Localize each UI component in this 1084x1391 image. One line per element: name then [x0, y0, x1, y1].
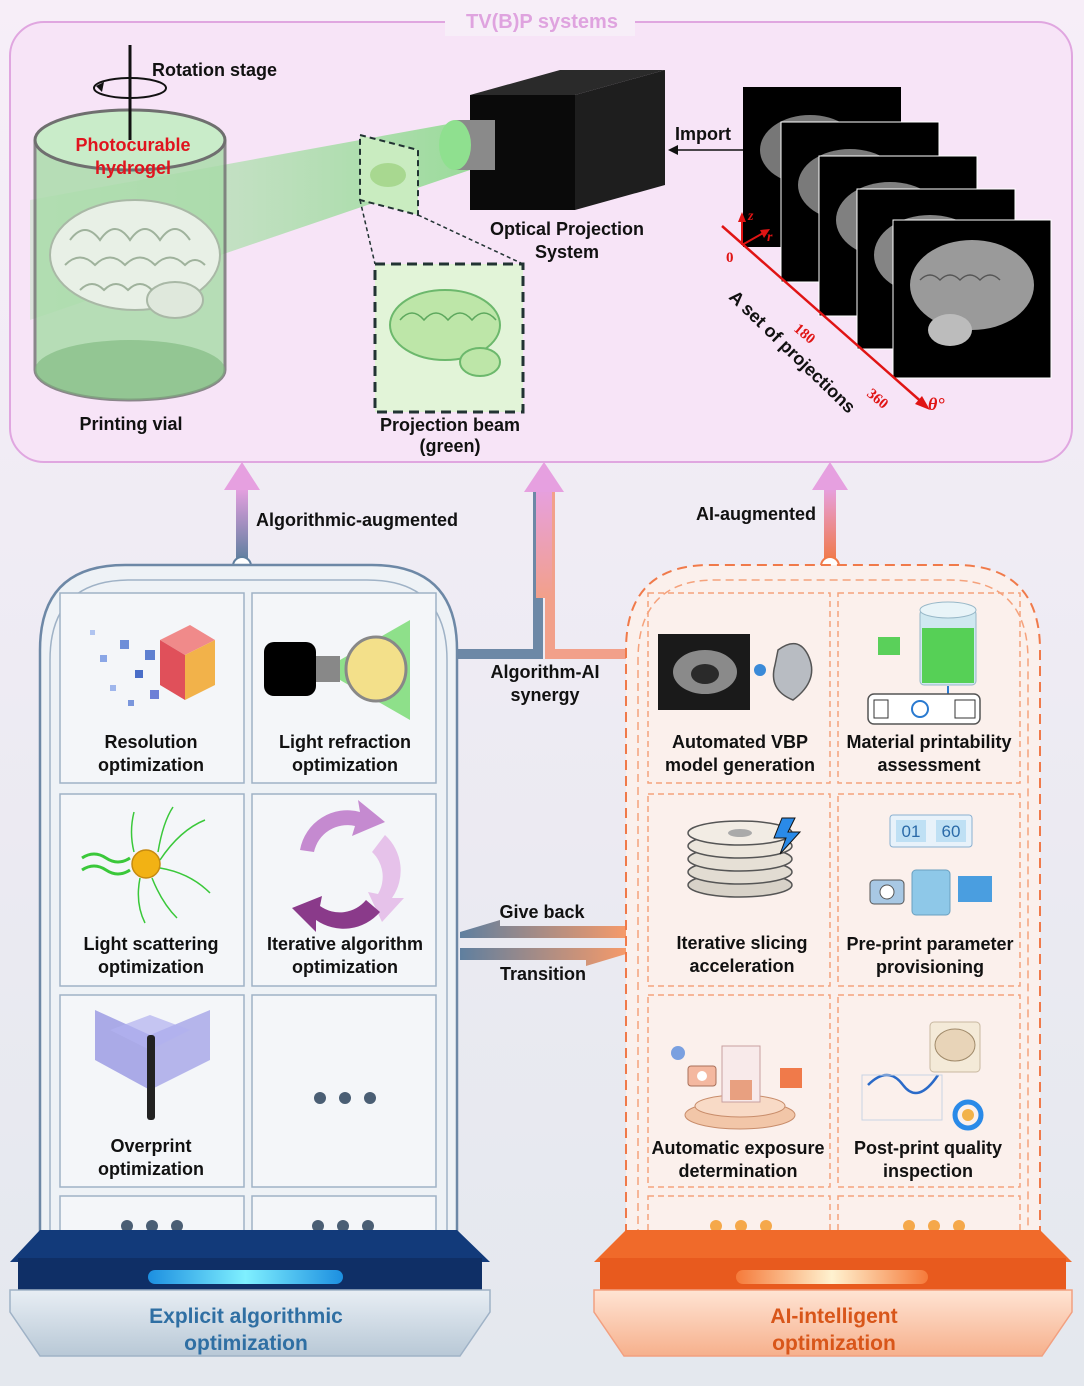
transition-label: Transition — [500, 964, 586, 984]
slicing-icon — [687, 817, 802, 898]
left-cell-3-line2: optimization — [98, 957, 204, 977]
beam-label-1: Projection beam — [380, 415, 520, 435]
left-base-label-2: optimization — [184, 1332, 308, 1355]
left-cell-3-line1: Light scattering — [83, 934, 218, 954]
right-cell-3-line1: Iterative slicing — [676, 933, 807, 953]
exposure-icon — [671, 1045, 802, 1130]
beam-label-2: (green) — [419, 436, 480, 456]
theta-axis — [721, 225, 926, 406]
right-cell-2-line2: assessment — [877, 755, 980, 775]
left-base-label-1: Explicit algorithmic — [149, 1305, 343, 1328]
give-back-arrow — [460, 920, 626, 938]
left-cell-4-line1: Iterative algorithm — [267, 934, 423, 954]
algorithmic-augmented-label: Algorithmic-augmented — [256, 510, 458, 530]
more-dots-right — [710, 1220, 965, 1232]
give-back-label: Give back — [499, 902, 585, 922]
import-label: Import — [675, 124, 731, 144]
theta-label: θ° — [928, 394, 945, 414]
ai-augmented-label: AI-augmented — [696, 504, 816, 524]
ops-label-2: System — [535, 242, 599, 262]
left-cell-2-line1: Light refraction — [279, 732, 411, 752]
projector-lens — [439, 120, 471, 170]
iterative-cycle-icon — [292, 800, 404, 932]
axis-r-label: r — [767, 230, 773, 245]
arrow-synergy — [458, 462, 630, 659]
right-base-label-1: AI-intelligent — [770, 1305, 897, 1328]
right-cell-2-line1: Material printability — [846, 732, 1011, 752]
optical-projector — [439, 70, 665, 210]
left-cell-4-line2: optimization — [292, 957, 398, 977]
printing-vial-label: Printing vial — [79, 414, 182, 434]
right-base-label-2: optimization — [772, 1332, 896, 1355]
synergy-label-1: Algorithm-AI — [491, 662, 600, 682]
right-cell-5-line1: Automatic exposure — [651, 1138, 824, 1158]
right-cell-1-line1: Automated VBP — [672, 732, 808, 752]
preprint-parameter-icon: 01 60 — [869, 814, 992, 916]
timer-digits-a: 01 — [902, 822, 921, 841]
projection-frame-zoom — [373, 262, 525, 414]
ops-label-1: Optical Projection — [490, 219, 644, 239]
synergy-label-2: synergy — [510, 685, 579, 705]
right-cell-4-line1: Pre-print parameter — [846, 934, 1013, 954]
left-cell-2-line2: optimization — [292, 755, 398, 775]
light-refraction-icon — [264, 620, 410, 720]
title-backdrop — [445, 8, 635, 36]
right-cell-3-line2: acceleration — [689, 956, 794, 976]
right-cell-6-line2: inspection — [883, 1161, 973, 1181]
top-title: TV(B)P systems — [466, 11, 618, 33]
rotation-stage-label: Rotation stage — [152, 60, 277, 80]
right-base — [593, 1230, 1073, 1357]
timer-digits-b: 60 — [942, 822, 961, 841]
left-base — [9, 1230, 491, 1357]
right-cell-5-line2: determination — [678, 1161, 797, 1181]
left-cell-1-line1: Resolution — [105, 732, 198, 752]
right-cell-4-line2: provisioning — [876, 957, 984, 977]
overprint-icon — [95, 1010, 210, 1120]
hydrogel-label-1: Photocurable — [75, 135, 190, 155]
projection-stack — [743, 87, 1052, 379]
printability-icon — [867, 601, 981, 725]
right-cell-6-line1: Post-print quality — [854, 1138, 1002, 1158]
tick-0: 0 — [726, 250, 734, 266]
brain-model — [49, 199, 221, 319]
projection-frame-small — [359, 133, 419, 217]
left-cell-1-line2: optimization — [98, 755, 204, 775]
more-dots-left — [121, 1092, 376, 1232]
axis-z-label: z — [747, 209, 754, 224]
ultrasound-heart-icon — [658, 634, 813, 710]
voxel-cube-icon — [90, 625, 215, 706]
rotation-arrow-icon — [93, 77, 167, 99]
left-cell-5-line2: optimization — [98, 1159, 204, 1179]
hydrogel-label-2: hydrogel — [95, 158, 171, 178]
printing-vial — [33, 45, 227, 402]
transition-arrow — [460, 948, 626, 966]
quality-inspection-icon — [861, 1021, 984, 1131]
light-scattering-icon — [81, 806, 211, 924]
left-cell-5-line1: Overprint — [110, 1136, 191, 1156]
right-cell-1-line2: model generation — [665, 755, 815, 775]
